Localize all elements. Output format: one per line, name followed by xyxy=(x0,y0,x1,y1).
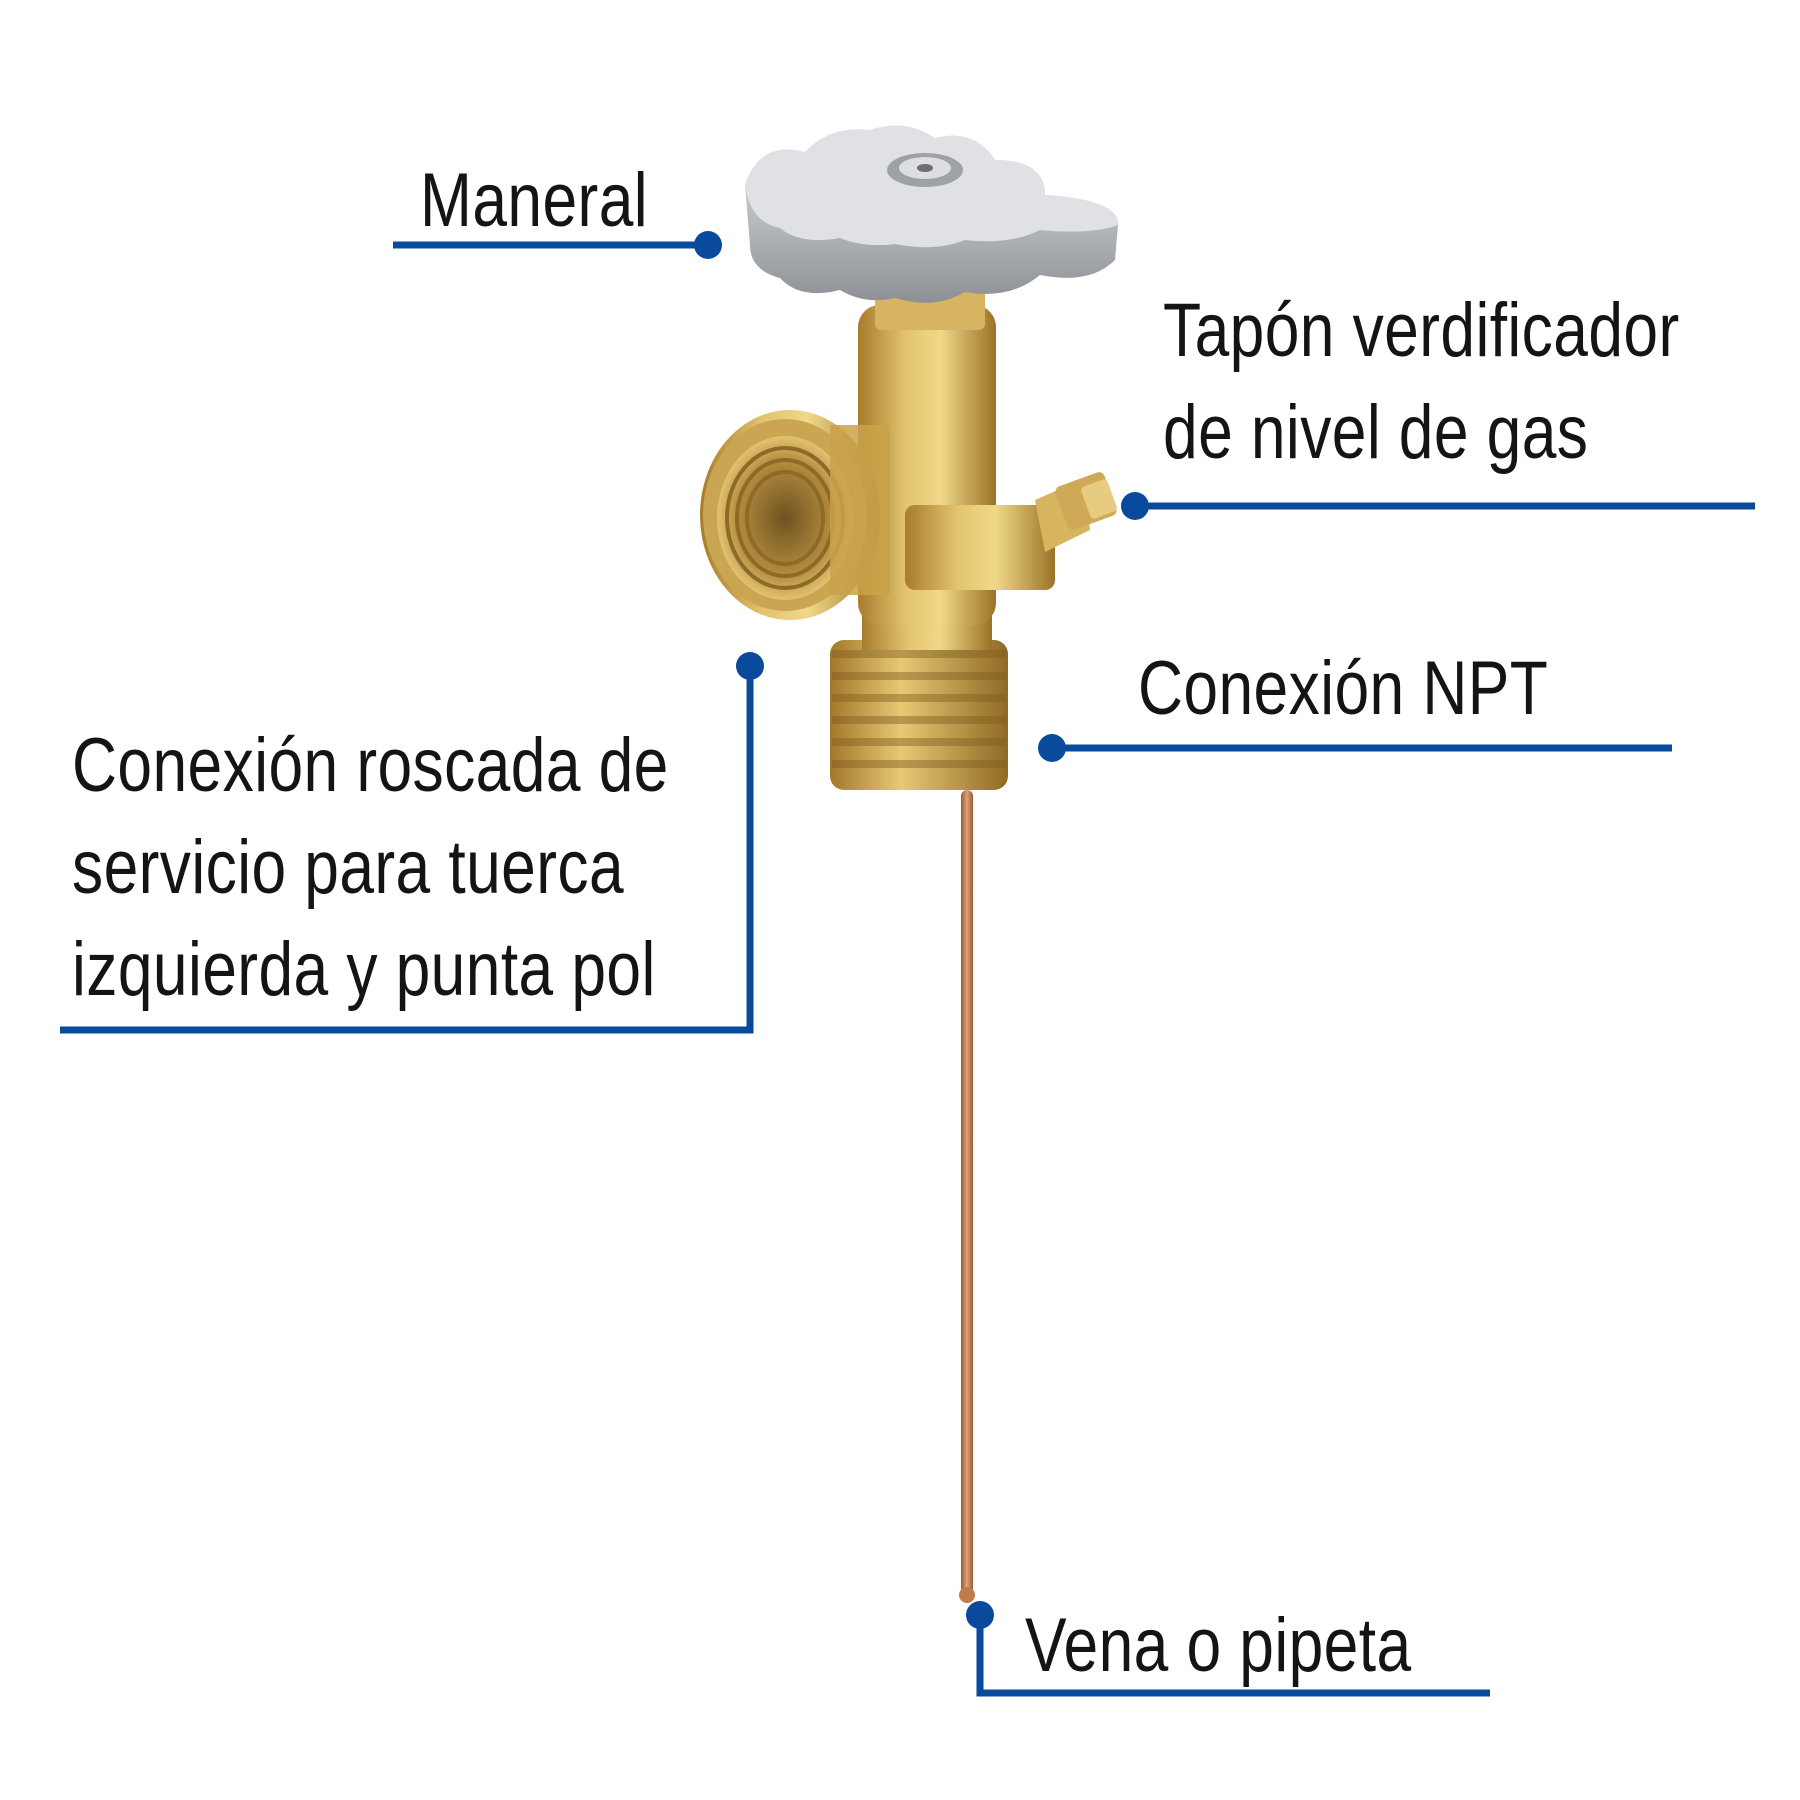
label-roscada-line-3: izquierda y punta pol xyxy=(72,927,656,1012)
tapon-dot xyxy=(1121,492,1149,520)
label-vena: Vena o pipeta xyxy=(1025,1595,1412,1697)
vena-leader-line xyxy=(976,1615,1490,1697)
label-vena-text: Vena o pipeta xyxy=(1025,1603,1412,1688)
label-npt-text: Conexión NPT xyxy=(1138,646,1549,731)
label-maneral-text: Maneral xyxy=(420,158,649,243)
dip-tube-tip xyxy=(959,1587,975,1603)
roscada-leader-line xyxy=(60,666,754,1034)
dip-tube xyxy=(961,790,973,1595)
roscada-dot xyxy=(736,652,764,680)
vena-dot xyxy=(966,1601,994,1629)
label-roscada-line-1: Conexión roscada de xyxy=(72,723,669,808)
handwheel xyxy=(745,125,1119,303)
label-tapon-line-2: de nivel de gas xyxy=(1163,390,1589,475)
label-npt: Conexión NPT xyxy=(1138,638,1548,740)
maneral-dot xyxy=(694,231,722,259)
label-maneral: Maneral xyxy=(420,150,648,252)
service-port xyxy=(700,410,880,620)
valve-illustration xyxy=(700,125,1119,1603)
label-roscada: Conexión roscada de servicio para tuerca… xyxy=(72,715,669,1021)
npt-thread xyxy=(830,640,1008,790)
label-roscada-line-2: servicio para tuerca xyxy=(72,825,625,910)
gauge-plug-assembly xyxy=(905,472,1117,590)
label-tapon: Tapón verdificador de nivel de gas xyxy=(1163,280,1680,484)
label-tapon-line-1: Tapón verdificador xyxy=(1163,288,1680,373)
npt-dot xyxy=(1038,734,1066,762)
callout-lines xyxy=(60,231,1755,1697)
